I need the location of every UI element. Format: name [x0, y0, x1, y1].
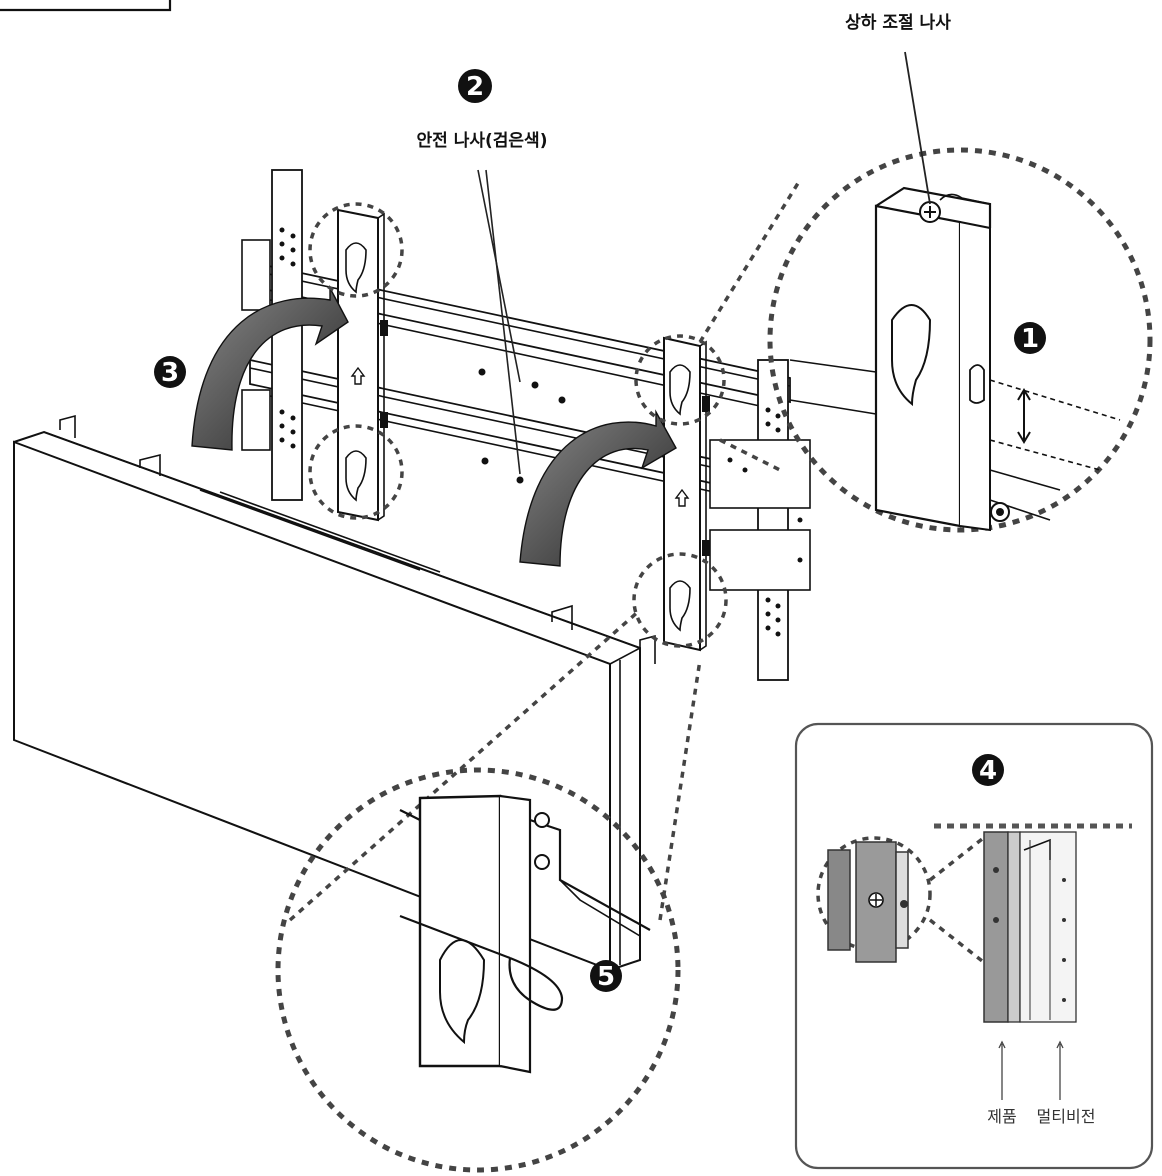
- label-safety-screw: 안전 나사(검은색): [417, 131, 548, 151]
- detail-panel-4: [794, 722, 1154, 1170]
- step-number-3: 3: [161, 358, 179, 388]
- hook-highlights: [308, 202, 728, 648]
- detail-circle-1: [698, 147, 1153, 533]
- step-number-5: 5: [597, 962, 615, 992]
- label-top-screw: 상하 조절 나사: [845, 12, 951, 33]
- corner-box: [0, 0, 172, 12]
- detail-circle-5: [275, 608, 702, 1173]
- leader-safety-screw-b: [485, 169, 521, 475]
- leader-top-screw: [904, 51, 931, 205]
- step-badge-1: 1: [1014, 322, 1046, 354]
- right-hanging-bracket: [663, 336, 710, 652]
- step-badge-5: 5: [590, 960, 622, 992]
- right-wall-strip: [709, 359, 811, 681]
- label-multivision: 멀티비전: [1037, 1107, 1096, 1126]
- step-number-2: 2: [466, 72, 484, 102]
- step-badge-4: 4: [972, 754, 1004, 786]
- rotate-arrows: [191, 287, 677, 567]
- left-hanging-bracket: [337, 208, 388, 522]
- step-badge-2: 2: [458, 69, 492, 103]
- step-badge-3: 3: [154, 356, 186, 388]
- leader-safety-screw-a: [477, 169, 521, 383]
- step-number-4: 4: [979, 756, 997, 786]
- left-wall-strip: [241, 169, 303, 501]
- step-number-1: 1: [1021, 324, 1039, 354]
- label-product: 제품: [987, 1107, 1016, 1126]
